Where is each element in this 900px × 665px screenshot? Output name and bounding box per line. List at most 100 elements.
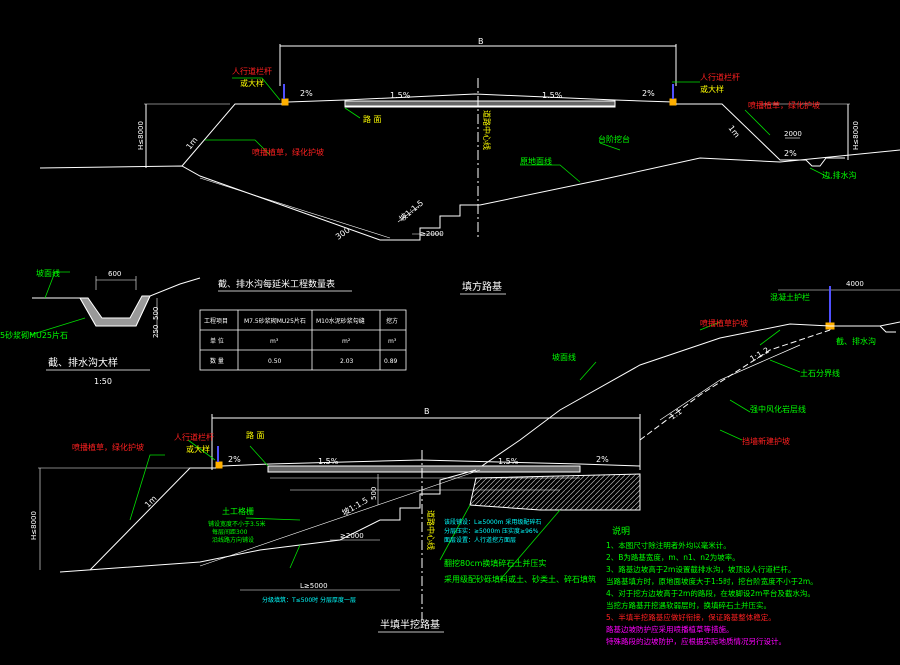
top-step-ratio: 坡1:1.5: [397, 198, 425, 224]
table-header-2: M10水泥砂浆勾缝: [316, 317, 365, 325]
note-2: 2、B为路基宽度，m、n1、n2为坡率。: [606, 552, 740, 562]
quantity-table: 截、排水沟每延米工程数量表 工程项目 M7.5砂浆砌MU25片石 M10水泥砂浆…: [199, 278, 407, 371]
table-header-3: 挖方: [386, 317, 398, 325]
bottom-road-surface: [221, 459, 641, 467]
bottom-geo-d: 沿线路方向铺设: [212, 536, 254, 544]
top-railing-left-2: 或大样: [240, 78, 264, 88]
bottom-dim-2000: ≥2000: [340, 532, 364, 540]
note-8: 路基边坡防护应采用喷播植草等措施。: [606, 624, 734, 634]
table-header-1: M7.5砂浆砌MU25片石: [244, 317, 306, 325]
top-crown-left: 1.5%: [390, 91, 411, 100]
top-h-right: H≤8000: [852, 121, 860, 150]
table-unit-1: m³: [270, 338, 279, 345]
bottom-note-b: 分层压实：≥5000m 压实度≥96%: [444, 527, 539, 535]
ditch-scale: 1:50: [94, 377, 112, 386]
bottom-grass-left: 喷播植草，绿化护坡: [72, 442, 144, 452]
top-dim-b: B: [478, 37, 484, 46]
note-4: 当路基填方时，原地面坡度大于1:5时，挖台阶宽度不小于2m。: [606, 576, 818, 586]
top-slope-right: 2%: [642, 89, 655, 98]
bottom-foot-note: 分级填筑：T≤500时 分层厚度一层: [262, 596, 356, 604]
bottom-ratio-1: 1:1: [668, 407, 684, 422]
top-lean-300: 300: [334, 226, 352, 242]
notes: 说明 1、本图尺寸除注明者外均以毫米计。 2、B为路基宽度，m、n1、n2为坡率…: [606, 525, 818, 646]
top-pavement-layer: [344, 100, 616, 107]
bottom-note-a: 该段铺设：L≥5000m 采用级配碎石: [444, 518, 541, 526]
bottom-pavement: 路 面: [246, 430, 265, 440]
bottom-pavement-layer: [267, 465, 581, 473]
bottom-ground-line: [59, 469, 477, 573]
table-cell-0-0: 数 量: [210, 357, 224, 365]
bottom-left-slope: [89, 467, 216, 571]
bottom-geo-a: 土工格栅: [222, 506, 254, 516]
top-h-left: H≤8000: [137, 121, 145, 150]
bottom-slope-1m: 1m: [143, 494, 159, 510]
ditch-title: 截、排水沟大样: [48, 356, 118, 369]
bottom-cut-slope: [475, 321, 900, 471]
note-6: 当挖方路基开挖遇软弱层时，换填碎石土并压实。: [606, 600, 771, 610]
bottom-centerline-label: 道路中心线: [426, 510, 436, 550]
ditch-dim-250: 250: [152, 325, 160, 338]
bottom-excavate: 翻挖80cm换填碎石土并压实: [444, 558, 546, 568]
bottom-note-c: 面层设置：人行道挖方面层: [444, 536, 516, 544]
note-1: 1、本图尺寸除注明者外均以毫米计。: [606, 540, 731, 550]
bottom-dim-4000: 4000: [846, 280, 864, 288]
bottom-title: 半填半挖路基: [380, 618, 440, 631]
top-centerline-label: 道路中心线: [482, 110, 492, 150]
bottom-dim-500: 500: [370, 487, 378, 500]
table-cell-0-2: 2.03: [340, 358, 354, 365]
top-railing-left-1: 人行道栏杆: [232, 66, 272, 76]
table-title: 截、排水沟每延米工程数量表: [218, 278, 335, 290]
top-steps-note: 台阶挖台: [598, 134, 630, 144]
table-unit-0: 单 位: [210, 337, 224, 345]
bottom-crown-right: 1.5%: [498, 457, 519, 466]
bottom-fence: 混凝土护栏: [770, 292, 810, 302]
bottom-slope-line: 坡面线: [552, 352, 576, 362]
ditch-stone: 5砂浆砌MU25片石: [0, 330, 68, 340]
ditch-detail-labels: 坡面线 600 5砂浆砌MU25片石 250 500 截、排水沟大样 1:50: [0, 268, 160, 386]
bottom-grass-top: 喷播植草护坡: [700, 318, 748, 328]
ditch-detail: [29, 271, 201, 336]
bottom-weathered: 强中风化岩层线: [750, 404, 806, 414]
bottom-slope-left: 2%: [228, 455, 241, 464]
ditch-dim-500: 500: [152, 307, 160, 320]
top-pavement-label: 路 面: [363, 114, 382, 124]
bottom-railing-2: 或大样: [186, 444, 210, 454]
note-3: 3、路基边坡高于2m设置截排水沟，坡顶设人行道栏杆。: [606, 564, 795, 574]
top-title: 填方路基: [462, 280, 502, 293]
top-section: [39, 44, 900, 241]
top-grass-left: 喷播植草，绿化护坡: [252, 147, 324, 157]
top-ground-line: [39, 165, 480, 241]
table-unit-3: m³: [388, 338, 397, 345]
bottom-ditch: 截、排水沟: [836, 336, 876, 346]
top-original-ground: 原地面线: [520, 156, 552, 166]
bottom-new-wall: 挡墙新建护坡: [742, 436, 790, 446]
top-railing-right-2: 或大样: [700, 84, 724, 94]
bottom-ratio-12: 1:1.2: [749, 346, 771, 364]
bottom-hatched-zone: [469, 473, 641, 511]
table-header-0: 工程项目: [204, 317, 228, 325]
table-unit-2: m²: [342, 338, 351, 345]
bottom-h-left: H≤8000: [30, 511, 38, 540]
top-railing-right-1: 人行道栏杆: [700, 72, 740, 82]
bottom-slope-right: 2%: [596, 455, 609, 464]
notes-title: 说明: [612, 525, 630, 537]
top-dim-2000-a: ≥2000: [420, 230, 444, 238]
top-grass-right: 喷播植草，绿化护坡: [748, 100, 820, 110]
bottom-geo-c: 每层间距300: [212, 528, 248, 536]
bottom-dim-1500: L≥5000: [300, 582, 328, 590]
bottom-railing-1: 人行道栏杆: [174, 432, 214, 442]
bottom-dim-b: B: [424, 407, 430, 416]
bottom-earth-rock: 土石分界线: [800, 368, 840, 378]
bottom-fill-note: 采用级配砂砾填料或土、砂类土、碎石填筑: [444, 574, 596, 584]
top-ditch-slope: 2%: [784, 149, 797, 158]
top-slope-1m-left: 1m: [184, 135, 199, 151]
table-cell-0-1: 0.50: [268, 358, 282, 365]
top-road-surface: [287, 93, 674, 103]
table-cell-0-3: 0.89: [384, 358, 398, 365]
top-slope-1m-right: 1m: [726, 124, 741, 140]
bottom-section: [38, 286, 900, 620]
top-dim-2000-b: 2000: [784, 130, 802, 138]
top-crown-right: 1.5%: [542, 91, 563, 100]
